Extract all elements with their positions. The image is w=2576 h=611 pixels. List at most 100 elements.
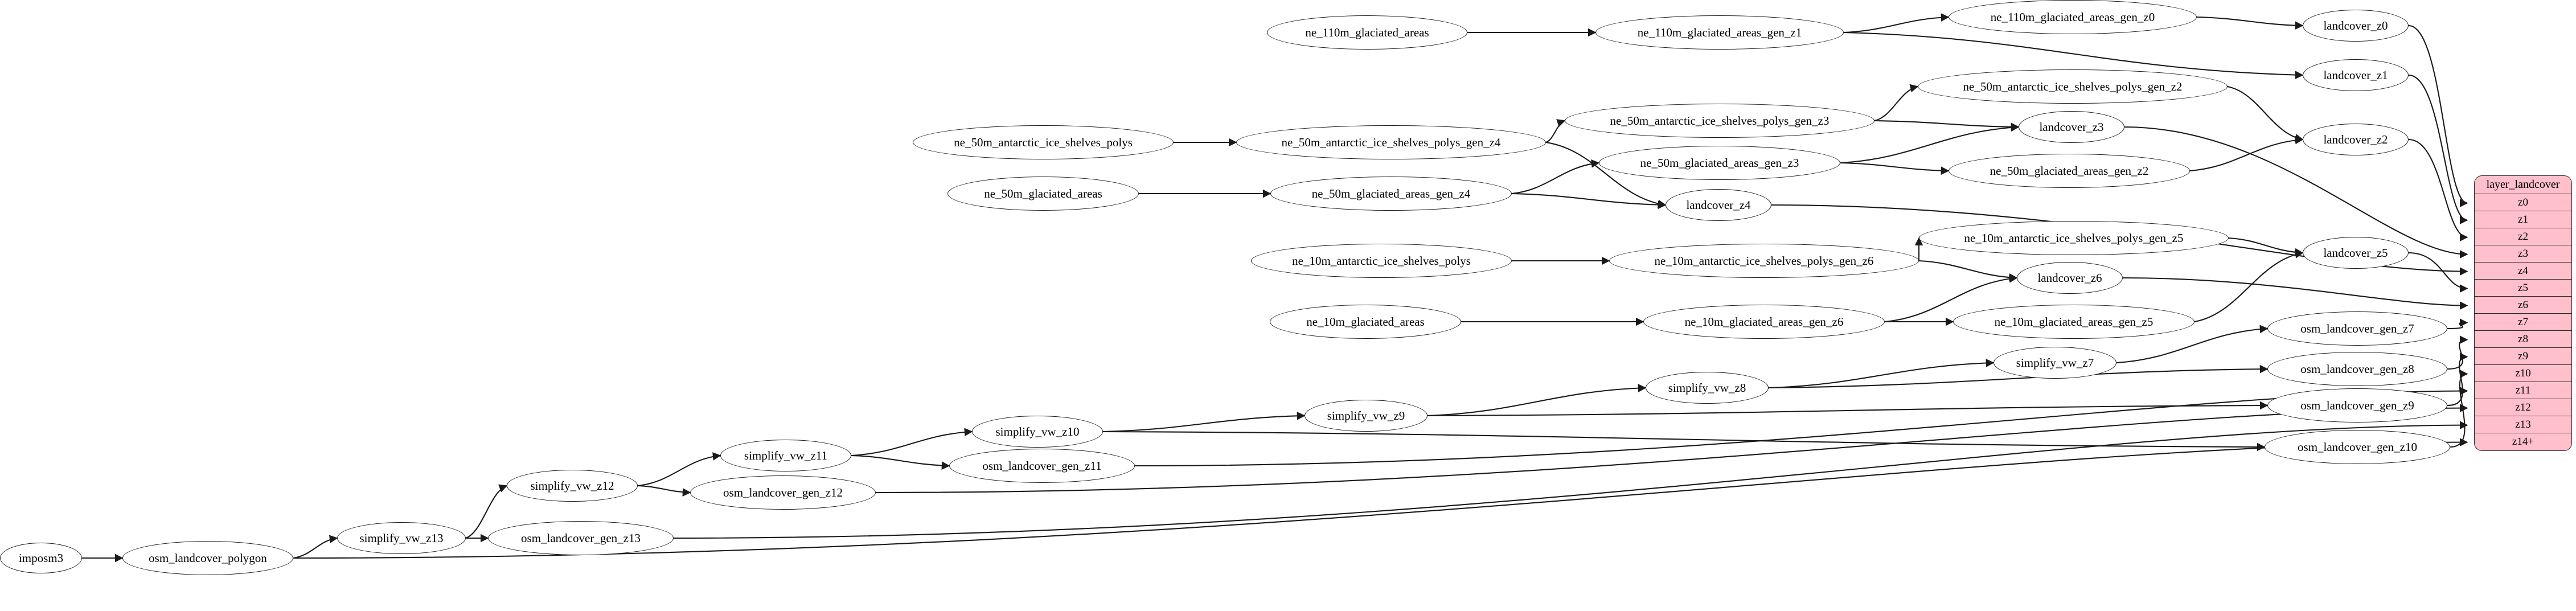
record-row-z13[interactable]: z13 [2475,416,2571,433]
graph-node-landcover_z0[interactable]: landcover_z0 [2303,10,2409,42]
graph-node-osm_landcover_gen_z9[interactable]: osm_landcover_gen_z9 [2267,388,2447,423]
record-row-z8[interactable]: z8 [2475,331,2571,348]
graph-node-label: osm_landcover_gen_z10 [2298,440,2417,454]
graph-node-ne_110m_glaciated_areas_gen_z1[interactable]: ne_110m_glaciated_areas_gen_z1 [1595,15,1844,50]
record-row-z2[interactable]: z2 [2475,228,2571,245]
graph-edge [1768,364,2269,389]
graph-node-osm_landcover_gen_z13[interactable]: osm_landcover_gen_z13 [488,521,674,555]
graph-node-simplify_vw_z10[interactable]: simplify_vw_z10 [972,416,1103,448]
record-row-z14+[interactable]: z14+ [2512,436,2534,448]
graph-edge [2450,370,2468,448]
graph-node-label: simplify_vw_z10 [995,424,1080,438]
graph-node-ne_50m_antarctic_ice_shelves_polys_gen_z2[interactable]: ne_50m_antarctic_ice_shelves_polys_gen_z… [1918,69,2228,104]
graph-edge [1102,411,1306,433]
graph-edge [1102,430,2266,452]
graph-edge [2408,74,2468,224]
graph-node-ne_50m_antarctic_ice_shelves_polys[interactable]: ne_50m_antarctic_ice_shelves_polys [913,125,1174,159]
graph-node-ne_110m_glaciated_areas[interactable]: ne_110m_glaciated_areas [1267,15,1467,50]
graph-node-simplify_vw_z13[interactable]: simplify_vw_z13 [337,522,466,554]
graph-node-ne_50m_antarctic_ice_shelves_polys_gen_z4[interactable]: ne_50m_antarctic_ice_shelves_polys_gen_z… [1236,125,1546,159]
graph-node-ne_10m_glaciated_areas[interactable]: ne_10m_glaciated_areas [1270,305,1461,339]
graph-node-label: simplify_vw_z13 [359,531,444,545]
graph-node-label: simplify_vw_z11 [744,448,828,462]
graph-node-label: landcover_z1 [2323,68,2388,82]
record-row-z4[interactable]: z4 [2475,263,2571,280]
graph-node-label: landcover_z0 [2323,18,2388,32]
graph-node-osm_landcover_gen_z11[interactable]: osm_landcover_gen_z11 [949,449,1135,483]
graph-node-simplify_vw_z7[interactable]: simplify_vw_z7 [1993,347,2116,379]
record-row-z7[interactable]: z7 [2475,314,2571,331]
graph-node-label: simplify_vw_z8 [1668,380,1746,395]
graph-edge [1427,384,1647,417]
graph-node-label: ne_110m_glaciated_areas_gen_z0 [1990,10,2155,24]
graph-node-ne_10m_glaciated_areas_gen_z5[interactable]: ne_10m_glaciated_areas_gen_z5 [1953,305,2194,339]
graph-node-imposm3[interactable]: imposm3 [0,543,82,573]
graph-node-label: osm_landcover_gen_z12 [723,485,843,499]
record-row-z6[interactable]: z6 [2475,297,2571,314]
graph-node-simplify_vw_z12[interactable]: simplify_vw_z12 [507,470,638,502]
graph-node-simplify_vw_z9[interactable]: simplify_vw_z9 [1305,400,1428,432]
graph-edge [1843,31,2304,79]
graph-edge [2189,136,2304,172]
graph-node-label: ne_50m_antarctic_ice_shelves_polys_gen_z… [1281,135,1501,149]
graph-node-ne_50m_glaciated_areas_gen_z3[interactable]: ne_50m_glaciated_areas_gen_z3 [1599,146,1840,180]
graph-node-label: osm_landcover_gen_z11 [982,458,1102,473]
record-row-z0[interactable]: z0 [2475,194,2571,211]
graph-node-label: ne_50m_antarctic_ice_shelves_polys_gen_z… [1963,79,2183,93]
graph-node-osm_landcover_polygon[interactable]: osm_landcover_polygon [122,541,293,575]
graph-edge [2116,325,2269,364]
graph-node-ne_10m_glaciated_areas_gen_z6[interactable]: ne_10m_glaciated_areas_gen_z6 [1643,305,1885,339]
record-row-z9[interactable]: z9 [2475,348,2571,365]
graph-node-ne_110m_glaciated_areas_gen_z0[interactable]: ne_110m_glaciated_areas_gen_z0 [1949,0,2197,34]
record-row-z5[interactable]: z5 [2475,280,2571,297]
graph-node-landcover_z2[interactable]: landcover_z2 [2303,124,2409,155]
graph-edge [637,452,721,487]
record-node-header: layer_landcover [2475,176,2571,194]
graph-edge [2408,138,2468,241]
record-row-z12[interactable]: z12 [2475,399,2571,416]
graph-node-label: osm_landcover_gen_z9 [2300,398,2414,412]
graph-node-ne_10m_antarctic_ice_shelves_polys[interactable]: ne_10m_antarctic_ice_shelves_polys [1251,244,1512,278]
graph-node-label: ne_50m_antarctic_ice_shelves_polys_gen_z… [1610,113,1830,128]
graph-node-landcover_z4[interactable]: landcover_z4 [1666,189,1771,221]
graph-node-osm_landcover_gen_z7[interactable]: osm_landcover_gen_z7 [2267,311,2447,346]
graph-edge [1427,401,2269,417]
graph-node-ne_10m_antarctic_ice_shelves_polys_gen_z6[interactable]: ne_10m_antarctic_ice_shelves_polys_gen_z… [1609,244,1919,278]
graph-node-label: ne_10m_antarctic_ice_shelves_polys_gen_z… [1964,231,2184,245]
graph-node-landcover_z3[interactable]: landcover_z3 [2019,111,2124,143]
graph-node-osm_landcover_gen_z12[interactable]: osm_landcover_gen_z12 [690,475,876,510]
graph-edge [851,428,973,457]
graph-node-ne_50m_glaciated_areas_gen_z2[interactable]: ne_50m_glaciated_areas_gen_z2 [1949,154,2190,188]
graph-edge [1768,359,1995,389]
graph-node-landcover_z6[interactable]: landcover_z6 [2017,262,2123,294]
graph-edge [2447,335,2468,370]
record-row-z1[interactable]: z1 [2475,211,2571,228]
graph-edge [2122,277,2468,310]
graph-node-ne_50m_antarctic_ice_shelves_polys_gen_z3[interactable]: ne_50m_antarctic_ice_shelves_polys_gen_z… [1565,104,1874,138]
graph-node-osm_landcover_gen_z8[interactable]: osm_landcover_gen_z8 [2267,352,2447,386]
graph-node-label: landcover_z2 [2323,132,2388,146]
graph-edge [1511,192,1667,210]
graph-node-ne_50m_glaciated_areas[interactable]: ne_50m_glaciated_areas [947,177,1139,211]
graph-edge [1918,260,2018,282]
graph-node-ne_50m_glaciated_areas_gen_z4[interactable]: ne_50m_glaciated_areas_gen_z4 [1270,177,1512,211]
graph-node-ne_10m_antarctic_ice_shelves_polys_gen_z5[interactable]: ne_10m_antarctic_ice_shelves_polys_gen_z… [1919,221,2229,255]
graph-node-label: ne_50m_antarctic_ice_shelves_polys [954,135,1133,149]
graph-edge [1545,119,1566,143]
graph-node-label: osm_landcover_gen_z8 [2300,362,2414,376]
graph-node-landcover_z5[interactable]: landcover_z5 [2303,237,2409,269]
graph-edge [2196,16,2304,30]
graph-node-label: osm_landcover_gen_z7 [2300,321,2414,335]
record-row-z11[interactable]: z11 [2475,382,2571,399]
graph-edge [1840,162,1950,175]
graph-node-osm_landcover_gen_z10[interactable]: osm_landcover_gen_z10 [2265,430,2450,464]
graph-node-simplify_vw_z8[interactable]: simplify_vw_z8 [1646,372,1769,404]
graph-node-label: landcover_z5 [2323,245,2388,260]
graph-node-landcover_z1[interactable]: landcover_z1 [2303,59,2409,91]
record-row-z10[interactable]: z10 [2475,365,2571,382]
graph-edge [1840,123,2020,164]
graph-node-simplify_vw_z11[interactable]: simplify_vw_z11 [720,440,851,471]
record-row-z3[interactable]: z3 [2475,245,2571,263]
